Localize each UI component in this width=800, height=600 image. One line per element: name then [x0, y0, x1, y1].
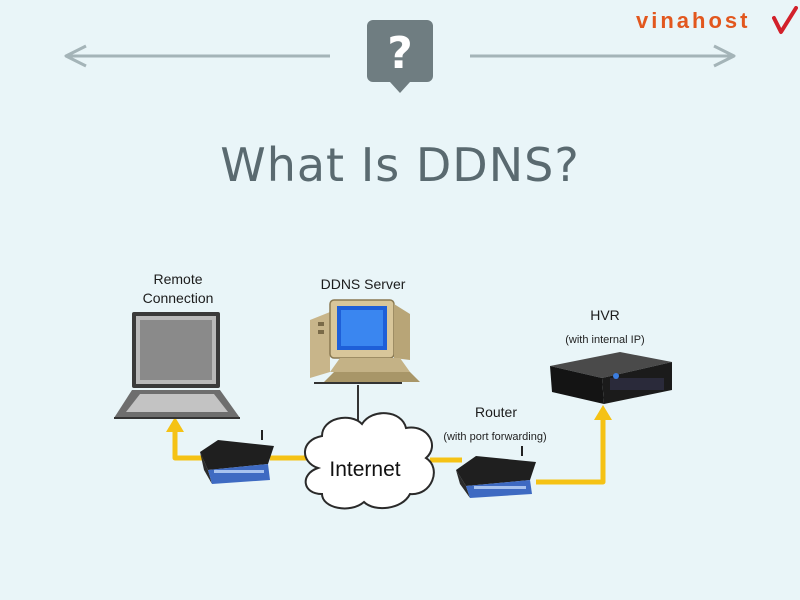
router-label: Router [474, 404, 518, 420]
arrow-up-remote [166, 417, 184, 432]
connector-lines [172, 418, 606, 485]
brand-check-icon [772, 6, 798, 34]
remote-connection-label-line2: Connection [142, 290, 214, 306]
hvr-device-icon [550, 352, 672, 404]
question-icon: ? [367, 20, 433, 93]
header-decoration: ? [64, 20, 736, 93]
internet-label: Internet [329, 458, 401, 481]
server-computer-icon [310, 299, 420, 382]
router-right-icon [456, 446, 536, 498]
router-sublabel: (with port forwarding) [443, 431, 547, 443]
router-left-icon [200, 430, 274, 484]
ddns-server-label: DDNS Server [320, 276, 406, 292]
page-title: What Is DDNS? [220, 138, 580, 192]
svg-text:?: ? [387, 28, 413, 79]
remote-connection-label-line1: Remote [153, 271, 203, 287]
brand-logo: vinahost [636, 8, 751, 33]
arrow-up-hvr [594, 405, 612, 420]
hvr-label: HVR [590, 307, 620, 323]
left-arrow-icon [64, 44, 330, 68]
hvr-sublabel: (with internal IP) [565, 334, 645, 346]
right-arrow-icon [470, 44, 736, 68]
laptop-icon [114, 312, 240, 419]
cloud-icon [304, 412, 435, 510]
